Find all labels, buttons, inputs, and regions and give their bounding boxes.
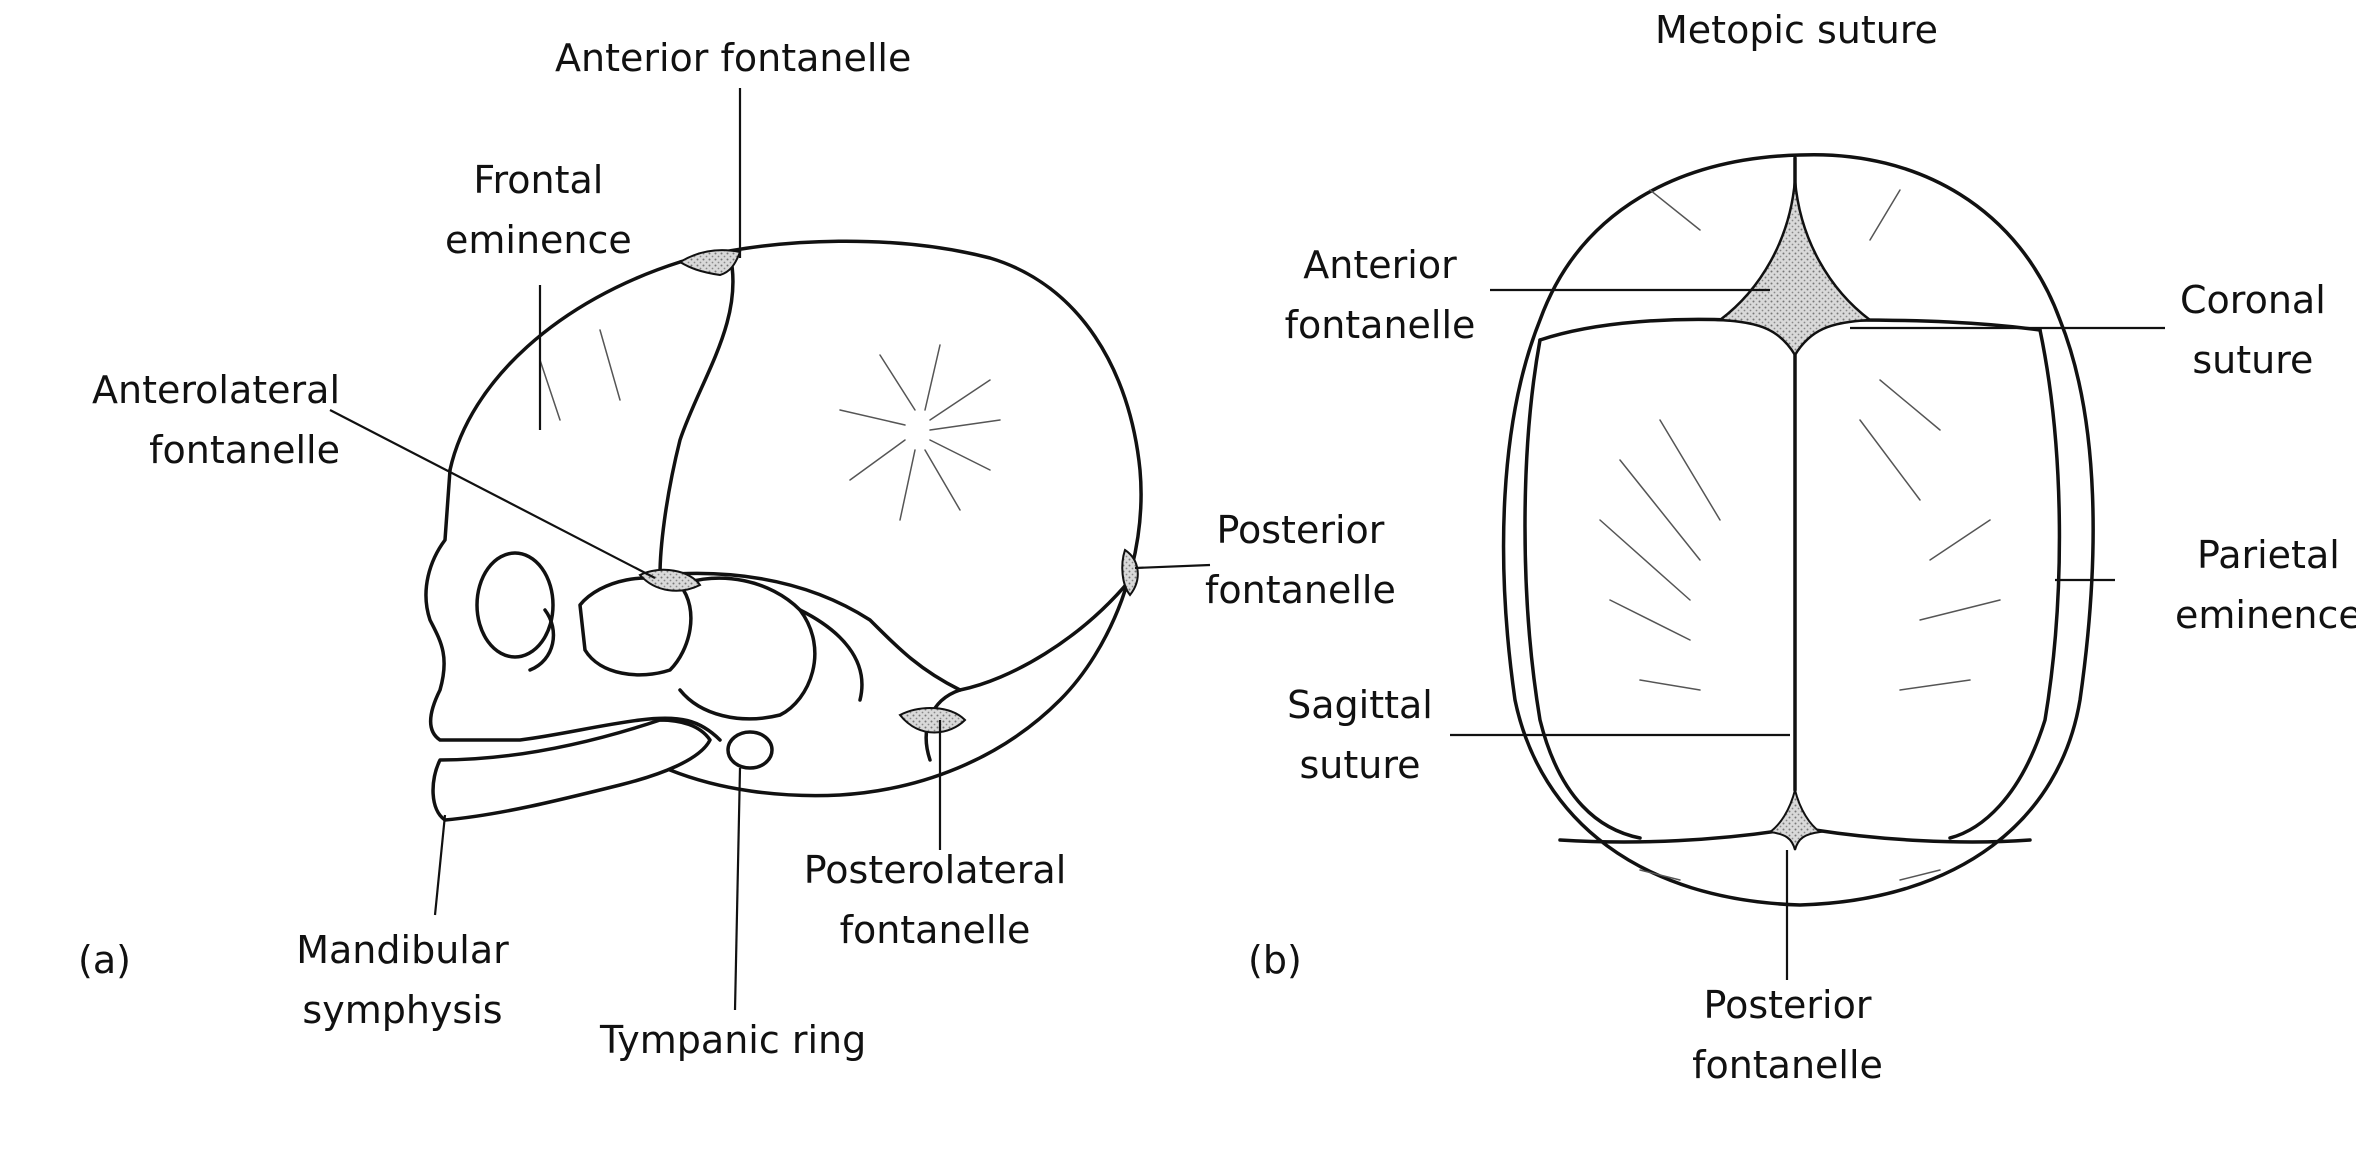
label-sagittal-suture: Sagittal suture (1287, 683, 1433, 787)
posterolateral-fontanelle-lateral (898, 707, 967, 734)
leader-lines-a (329, 88, 1211, 1011)
anterior-fontanelle-lateral (678, 249, 742, 277)
posterior-fontanelle-lateral (1121, 548, 1139, 597)
anterolateral-fontanelle-lateral (638, 568, 702, 592)
label-coronal-suture: Coronal suture (2180, 278, 2326, 382)
skull-lateral-orbit (475, 551, 555, 659)
label-frontal-eminence: Frontal eminence (445, 158, 632, 262)
label-posterolateral-fontanelle: Posterolateral fontanelle (803, 848, 1067, 952)
tympanic-ring-shape (726, 730, 774, 770)
leader-lines-b (1450, 288, 2165, 980)
skull-lateral-vault (448, 239, 1143, 798)
posterior-fontanelle-superior (1767, 789, 1823, 851)
label-mandibular-symphysis: Mandibular symphysis (296, 928, 509, 1032)
label-tympanic-ring: Tympanic ring (600, 1018, 867, 1062)
panel-label-a: (a) (78, 938, 131, 982)
skull-lateral-view (424, 239, 1143, 822)
label-anterior-fontanelle-a: Anterior fontanelle (555, 36, 912, 80)
anterior-fontanelle-superior (1716, 179, 1874, 358)
skull-lateral-face (424, 468, 722, 742)
coronal-suture-lateral (658, 253, 735, 577)
label-posterior-fontanelle-a: Posterior fontanelle (1205, 508, 1396, 612)
lambdoid-suture-lateral (924, 578, 1132, 762)
label-anterolateral-fontanelle: Anterolateral fontanelle (92, 368, 340, 472)
skull-superior-outline (1501, 152, 2095, 907)
label-anterior-fontanelle-b: Anterior fontanelle (1284, 243, 1476, 347)
lambdoid-suture-superior (1558, 828, 2032, 844)
label-metopic-suture: Metopic suture (1655, 8, 1938, 52)
label-posterior-fontanelle-b: Posterior fontanelle (1692, 983, 1883, 1087)
label-parietal-eminence: Parietal eminence (2175, 533, 2356, 637)
panel-label-b: (b) (1248, 938, 1302, 982)
skull-lateral-mandible (431, 718, 712, 822)
